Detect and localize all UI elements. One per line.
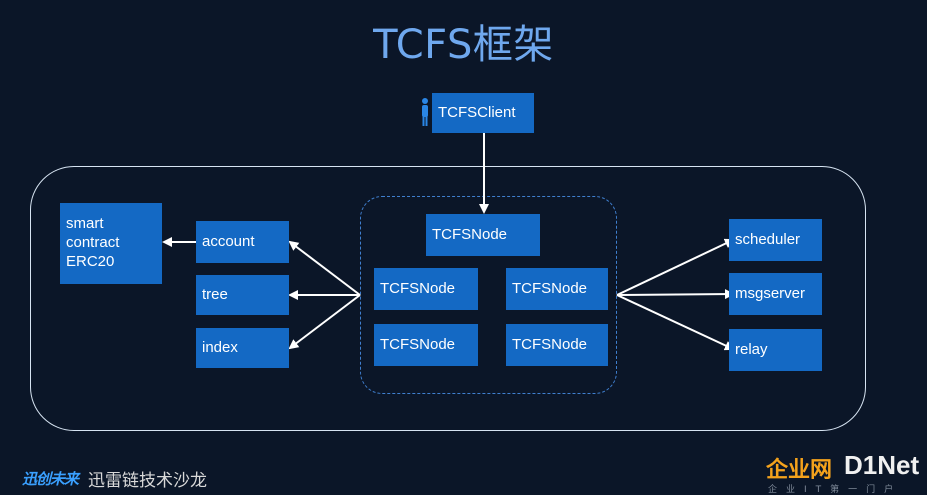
tcfs-node-4: TCFSNode bbox=[506, 324, 608, 366]
tcfs-node-1: TCFSNode bbox=[374, 268, 478, 310]
event-name: 迅雷链技术沙龙 bbox=[88, 471, 208, 491]
brand-en-logo: D1Net bbox=[844, 450, 920, 480]
brand-cn-logo: 企业网 bbox=[766, 458, 833, 483]
cluster-to-relay-arrow bbox=[616, 294, 735, 351]
footer-left: 迅创未来 迅雷链技术沙龙 bbox=[22, 466, 207, 491]
page-title: TCFS框架 bbox=[373, 22, 554, 68]
contract-line-2: contract bbox=[66, 233, 120, 251]
brand-watermark: 企业网 D1Net 企业IT第一门户 bbox=[766, 450, 926, 495]
cluster-to-index-arrow bbox=[288, 294, 361, 350]
system-boundary bbox=[30, 166, 866, 431]
msgserver-box: msgserver bbox=[729, 273, 822, 315]
relay-box: relay bbox=[729, 329, 822, 371]
cluster-to-account-arrow bbox=[288, 240, 361, 296]
contract-line-3: ERC20 bbox=[66, 252, 115, 270]
contract-line-1: smart bbox=[66, 215, 104, 232]
tcfs-node-2: TCFSNode bbox=[506, 268, 608, 310]
index-box: index bbox=[196, 328, 289, 368]
node-cluster-boundary bbox=[360, 196, 617, 394]
brand-slogan: 企业IT第一门户 bbox=[768, 485, 903, 495]
event-logo: 迅创未来 bbox=[22, 471, 79, 488]
person-icon bbox=[422, 98, 428, 126]
cluster-to-msgserver-arrow bbox=[616, 289, 735, 300]
smart-contract-box: smart contract ERC20 bbox=[60, 203, 162, 284]
tcfs-node-3: TCFSNode bbox=[374, 324, 478, 366]
tcfs-node-top: TCFSNode bbox=[426, 214, 540, 256]
tcfs-client-box: TCFSClient bbox=[432, 93, 534, 133]
tree-box: tree bbox=[196, 275, 289, 315]
cluster-to-scheduler-arrow bbox=[616, 238, 735, 296]
scheduler-box: scheduler bbox=[729, 219, 822, 261]
account-box: account bbox=[196, 221, 289, 263]
